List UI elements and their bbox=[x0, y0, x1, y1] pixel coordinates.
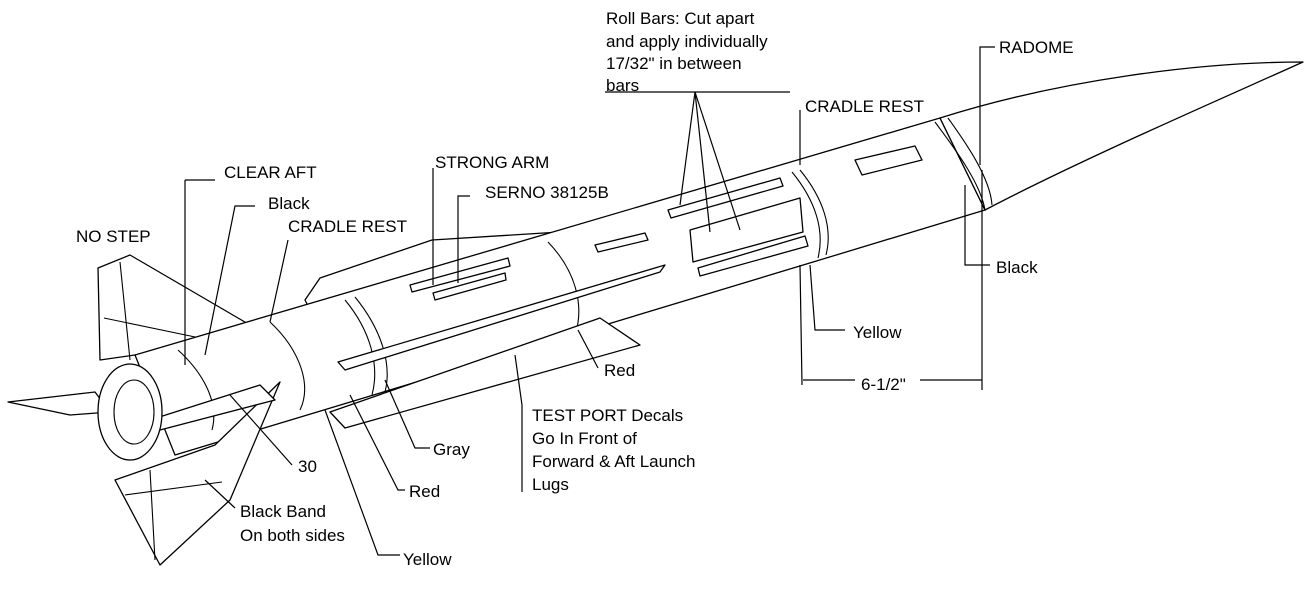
aft-nozzle bbox=[97, 363, 163, 461]
cradle-rest-fwd-label: CRADLE REST bbox=[805, 97, 924, 116]
black-band-label-line1: Black Band bbox=[240, 502, 326, 521]
lower-aft-fin bbox=[114, 381, 281, 566]
nose-cone bbox=[939, 61, 1304, 211]
dimension-label: 6-1/2" bbox=[861, 375, 906, 394]
roll-bars-label-line4: bars bbox=[606, 76, 639, 95]
black-band-label-line2: On both sides bbox=[240, 526, 345, 545]
red-mid-label: Red bbox=[604, 361, 635, 380]
black-aft-label: Black bbox=[268, 194, 310, 213]
no-step-label: NO STEP bbox=[76, 227, 151, 246]
missile-illustration bbox=[7, 61, 1304, 566]
yellow-aft-label: Yellow bbox=[403, 550, 452, 569]
gray-label: Gray bbox=[433, 440, 470, 459]
number-30-label: 30 bbox=[298, 457, 317, 476]
yellow-fwd-label: Yellow bbox=[853, 323, 902, 342]
lower-wing bbox=[329, 317, 641, 429]
side-fin bbox=[7, 391, 111, 416]
roll-bar-1 bbox=[667, 177, 784, 219]
test-port-label-line3: Forward & Aft Launch bbox=[532, 452, 695, 471]
test-port-label-line4: Lugs bbox=[532, 475, 569, 494]
serno-label: SERNO 38125B bbox=[485, 183, 609, 202]
radome-label: RADOME bbox=[999, 38, 1074, 57]
cradle-rest-aft-label: CRADLE REST bbox=[288, 217, 407, 236]
roll-bar-2 bbox=[689, 197, 804, 263]
red-aft-label: Red bbox=[409, 482, 440, 501]
roll-bars-label-line3: 17/32" in between bbox=[606, 54, 742, 73]
roll-bars-label-line1: Roll Bars: Cut apart bbox=[606, 9, 755, 28]
leader-lines bbox=[184, 46, 995, 556]
roll-bar-3 bbox=[697, 235, 809, 277]
test-port-label-line2: Go In Front of bbox=[532, 429, 637, 448]
port-window-mid bbox=[594, 232, 649, 253]
roll-bars-label-line2: and apply individually bbox=[606, 32, 768, 51]
clear-aft-label: CLEAR AFT bbox=[224, 163, 317, 182]
black-fwd-label: Black bbox=[996, 258, 1038, 277]
strong-arm-label: STRONG ARM bbox=[435, 153, 549, 172]
test-port-label-line1: TEST PORT Decals bbox=[532, 406, 683, 425]
callout-labels: Roll Bars: Cut apart and apply individua… bbox=[76, 9, 1074, 569]
port-window-fwd bbox=[854, 145, 923, 176]
